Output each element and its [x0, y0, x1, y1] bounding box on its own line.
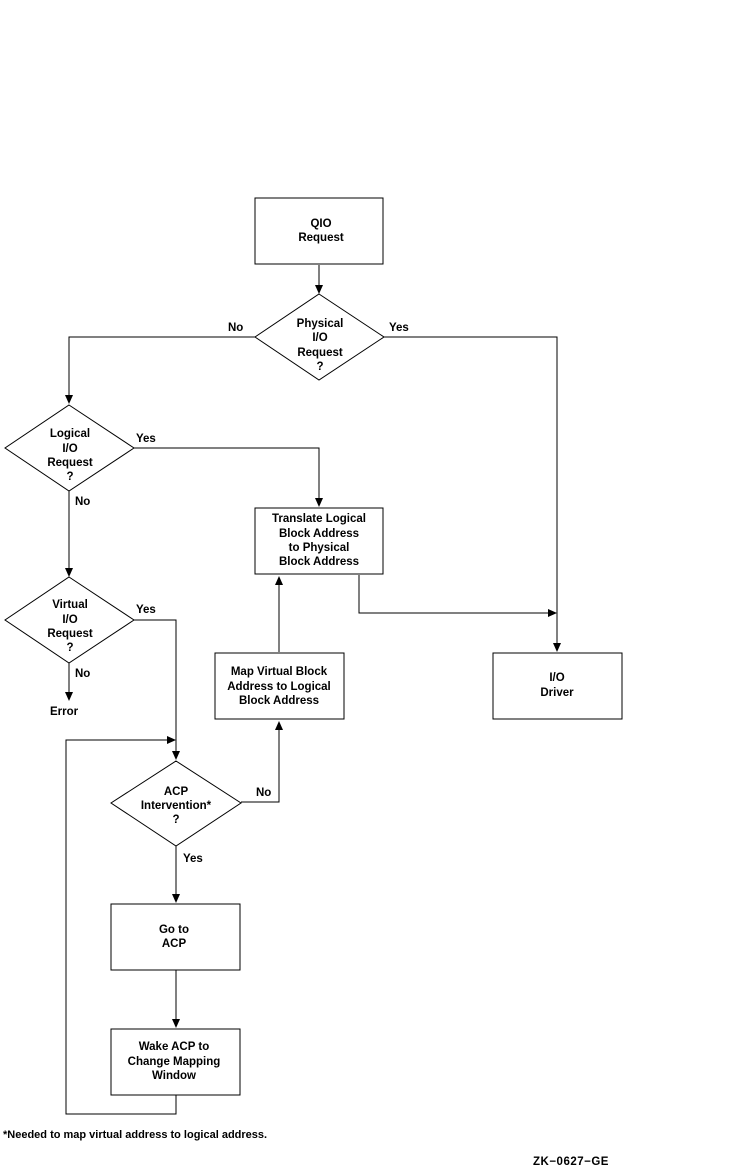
acp-decision-line-3: ?	[172, 814, 179, 826]
arrowhead	[167, 736, 176, 744]
logical-yes-label: Yes	[136, 433, 156, 445]
acp-no-label: No	[256, 787, 271, 799]
arrowhead	[172, 751, 180, 760]
translate-line-4: Block Address	[279, 556, 359, 568]
map-virtual-line-2: Address to Logical	[227, 681, 331, 693]
acp-decision-line-2: Intervention*	[141, 800, 212, 812]
arrowhead	[553, 643, 561, 652]
error-label: Error	[50, 706, 79, 718]
virtual-yes-label: Yes	[136, 604, 156, 616]
go-to-acp-line-1: Go to	[159, 924, 189, 936]
virtual-no-label: No	[75, 668, 90, 680]
logical-decision-line-2: I/O	[62, 443, 77, 455]
virtual-decision-line-1: Virtual	[52, 599, 88, 611]
connector-physical-no	[68, 336, 256, 397]
physical-decision-line-2: I/O	[312, 332, 327, 344]
go-to-acp-box: Go to ACP	[110, 903, 241, 971]
logical-decision-line-4: ?	[66, 471, 73, 483]
translate-line-2: Block Address	[279, 528, 359, 540]
map-virtual-line-1: Map Virtual Block	[231, 666, 328, 678]
physical-decision-line-4: ?	[316, 361, 323, 373]
arrowhead	[548, 609, 557, 617]
connector-virtual-yes	[133, 619, 177, 753]
footnote: *Needed to map virtual address to logica…	[3, 1129, 267, 1141]
logical-no-label: No	[75, 496, 90, 508]
translate-logical-box: Translate Logical Block Address to Physi…	[254, 507, 384, 575]
logical-decision-line-3: Request	[47, 457, 93, 469]
acp-decision-line-1: ACP	[164, 786, 189, 798]
virtual-decision-line-2: I/O	[62, 614, 77, 626]
qio-request-line-1: QIO	[310, 218, 331, 230]
map-virtual-box: Map Virtual Block Address to Logical Blo…	[214, 652, 345, 720]
arrowhead	[315, 498, 323, 507]
connectors	[65, 265, 561, 1115]
arrowhead	[172, 1019, 180, 1028]
logical-decision-line-1: Logical	[50, 428, 90, 440]
arrowhead	[315, 285, 323, 294]
connector-wake-loop	[65, 739, 177, 1115]
wake-acp-box: Wake ACP to Change Mapping Window	[110, 1028, 241, 1096]
connector-logical-yes	[133, 447, 320, 500]
qio-request-line-2: Request	[298, 232, 344, 244]
arrowhead	[275, 576, 283, 585]
physical-yes-label: Yes	[389, 322, 409, 334]
io-driver-box: I/O Driver	[492, 652, 623, 720]
physical-decision-line-1: Physical	[297, 318, 344, 330]
physical-decision-line-3: Request	[297, 347, 343, 359]
connector-translate-to-driver	[358, 575, 550, 614]
acp-yes-label: Yes	[183, 853, 203, 865]
connector-physical-yes	[382, 336, 558, 645]
physical-no-label: No	[228, 322, 243, 334]
arrowhead	[65, 395, 73, 404]
arrowhead	[275, 721, 283, 730]
arrowhead	[65, 692, 73, 701]
wake-acp-line-1: Wake ACP to	[139, 1041, 210, 1053]
map-virtual-line-3: Block Address	[239, 695, 319, 707]
figure-id: ZK−0627−GE	[533, 1156, 609, 1168]
arrowhead	[65, 568, 73, 577]
virtual-io-decision: Virtual I/O Request ?	[4, 576, 135, 664]
go-to-acp-line-2: ACP	[162, 938, 187, 950]
logical-io-decision: Logical I/O Request ?	[4, 404, 135, 492]
io-driver-line-1: I/O	[549, 672, 564, 684]
virtual-decision-line-3: Request	[47, 628, 93, 640]
wake-acp-line-2: Change Mapping	[128, 1056, 221, 1068]
virtual-decision-line-4: ?	[66, 642, 73, 654]
translate-line-3: to Physical	[289, 542, 350, 554]
connector-acp-no	[241, 728, 280, 803]
acp-intervention-decision: ACP Intervention* ?	[110, 760, 242, 847]
qio-request-box: QIO Request	[254, 197, 384, 265]
wake-acp-line-3: Window	[152, 1070, 196, 1082]
io-driver-line-2: Driver	[540, 687, 574, 699]
translate-line-1: Translate Logical	[272, 513, 366, 525]
arrowhead	[172, 894, 180, 903]
physical-io-decision: Physical I/O Request ?	[254, 293, 385, 381]
